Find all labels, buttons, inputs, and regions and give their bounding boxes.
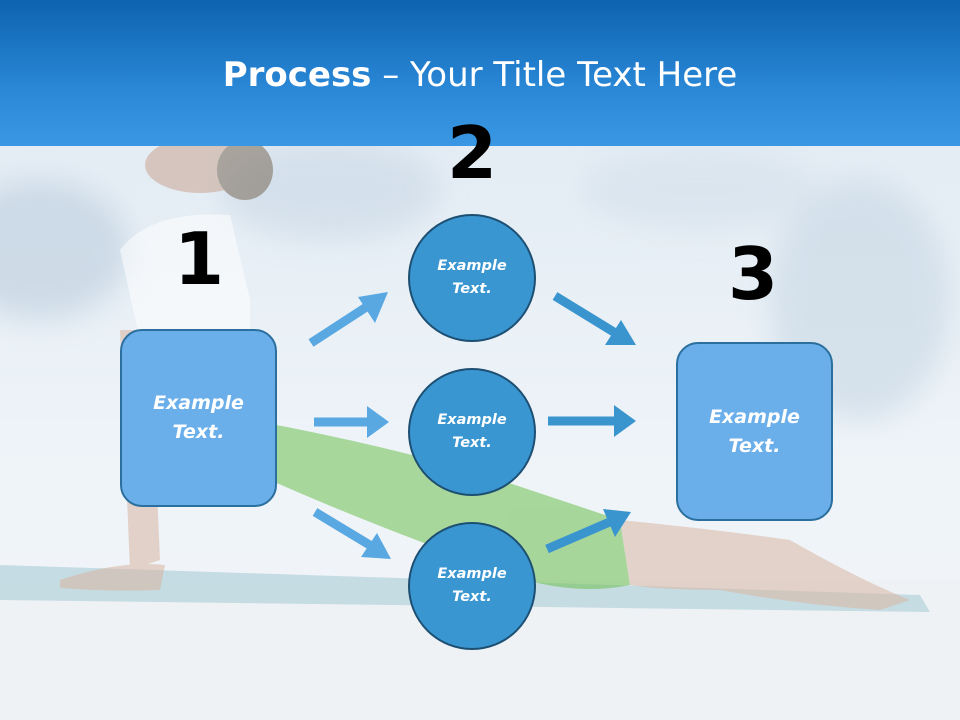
title-bar	[0, 0, 960, 146]
circle-top-label: Example Text.	[437, 258, 507, 297]
circle-bottom: Example Text.	[408, 522, 536, 650]
title-bold: Process	[222, 55, 372, 95]
step-number-3: 3	[727, 232, 779, 316]
circle-top: Example Text.	[408, 214, 536, 342]
arrow-to-top-circle	[308, 292, 388, 347]
arrow-from-bottom-circle	[545, 509, 631, 554]
input-box: Example Text.	[120, 329, 277, 507]
slide-title: Process – Your Title Text Here	[0, 52, 960, 98]
title-rest: – Your Title Text Here	[371, 55, 738, 95]
arrow-to-middle-circle	[314, 406, 389, 438]
circle-middle-label: Example Text.	[437, 412, 507, 451]
circle-middle: Example Text.	[408, 368, 536, 496]
output-box-label: Example Text.	[709, 405, 800, 457]
step-number-1: 1	[173, 217, 225, 301]
arrow-to-bottom-circle	[312, 508, 391, 559]
output-box: Example Text.	[676, 342, 833, 521]
circle-bottom-label: Example Text.	[437, 566, 507, 605]
arrow-from-top-circle	[552, 292, 636, 345]
input-box-label: Example Text.	[153, 392, 244, 443]
step-number-2: 2	[446, 111, 498, 195]
arrow-from-middle-circle	[548, 405, 636, 437]
